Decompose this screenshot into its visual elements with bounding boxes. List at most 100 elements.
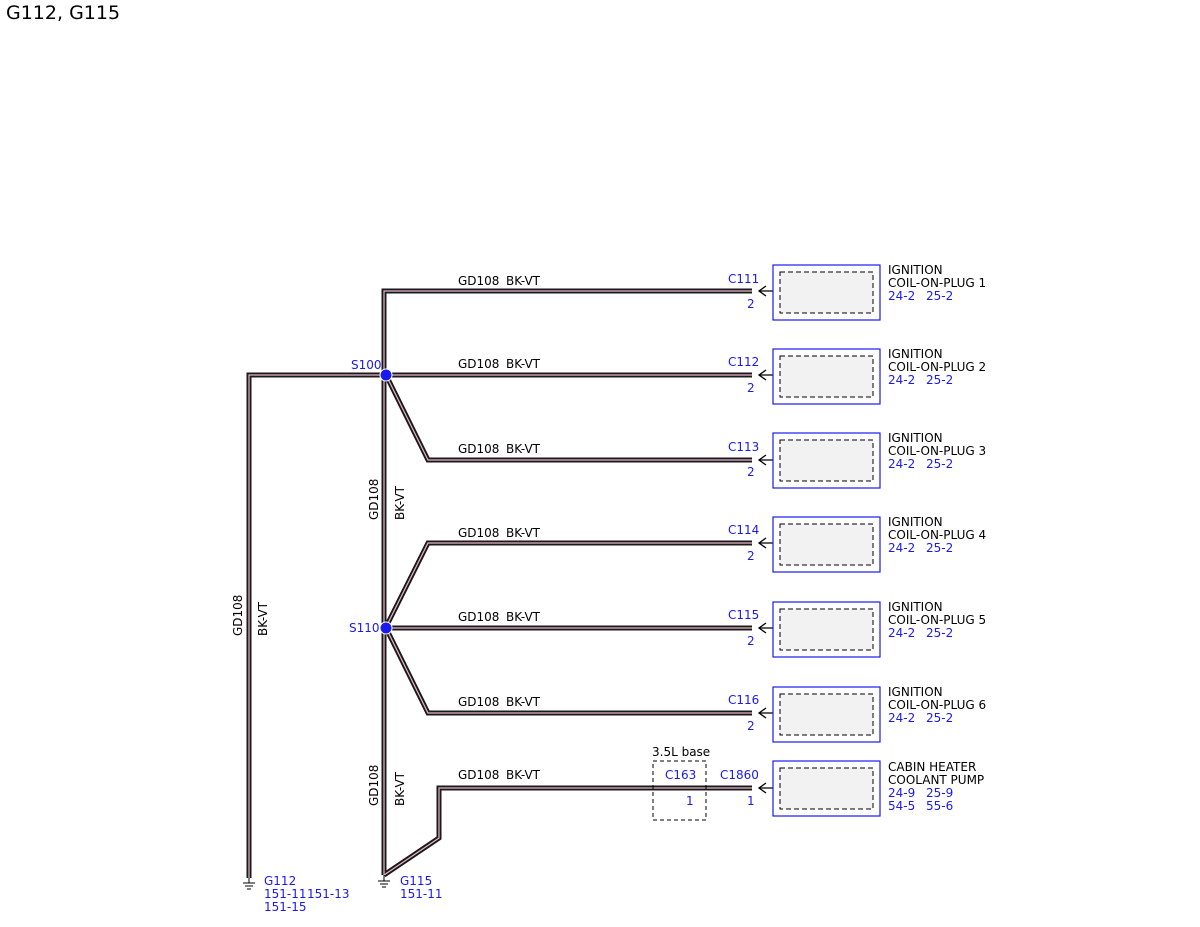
- page-title: G112, G115: [6, 2, 121, 24]
- component-name-line1: IGNITION: [888, 263, 943, 277]
- wire-labels: GD108 BK-VT GD108 BK-VT GD108 BK-VT GD10…: [458, 274, 541, 782]
- component-ref-2[interactable]: 25-2: [926, 289, 953, 303]
- component-c111[interactable]: C111 2 IGNITION COIL-ON-PLUG 1 24-2 25-2: [728, 263, 986, 321]
- pin-arrow-icon: [757, 707, 767, 719]
- wire-harness-stripe: [248, 290, 752, 878]
- component-name-line2: COIL-ON-PLUG 1: [888, 276, 986, 290]
- wire-label-c114: GD108: [458, 526, 499, 540]
- component-ref-2[interactable]: 25-2: [926, 373, 953, 387]
- component-ref-1[interactable]: 24-2: [888, 541, 915, 555]
- splice-s100-dot[interactable]: [379, 368, 393, 382]
- connector-label: C112: [728, 355, 759, 369]
- component-inner-box: [779, 355, 874, 398]
- connector-label: C111: [728, 272, 759, 286]
- component-name-line1: IGNITION: [888, 347, 943, 361]
- pin-arrow-icon: [757, 537, 767, 549]
- component-ref-4[interactable]: 55-6: [926, 799, 953, 813]
- component-name-line1: IGNITION: [888, 431, 943, 445]
- wire-label-trunk-upper: GD108: [367, 479, 381, 520]
- connector-label: C113: [728, 440, 759, 454]
- component-ref-1[interactable]: 24-9: [888, 786, 915, 800]
- component-ref-1[interactable]: 24-2: [888, 711, 915, 725]
- vertical-wire-labels: GD108 BK-VT GD108 BK-VT GD108 BK-VT: [231, 479, 407, 806]
- ground-ref-1[interactable]: 151-11: [264, 887, 307, 901]
- wire-color-c111: BK-VT: [506, 274, 541, 288]
- pin-label: 2: [747, 381, 755, 395]
- ground-ref-2[interactable]: 151-13: [307, 887, 350, 901]
- component-ref-2[interactable]: 25-2: [926, 711, 953, 725]
- component-name-line2: COIL-ON-PLUG 2: [888, 360, 986, 374]
- component-ref-1[interactable]: 24-2: [888, 457, 915, 471]
- component-name-line1: CABIN HEATER: [888, 760, 976, 774]
- pin-label: 2: [747, 549, 755, 563]
- splice-s110-dot[interactable]: [379, 621, 393, 635]
- component-name-line2: COIL-ON-PLUG 3: [888, 444, 986, 458]
- component-c114[interactable]: C114 2 IGNITION COIL-ON-PLUG 4 24-2 25-2: [728, 515, 986, 573]
- wire-color-c112: BK-VT: [506, 357, 541, 371]
- component-name-line1: IGNITION: [888, 685, 943, 699]
- component-ref-1[interactable]: 24-2: [888, 373, 915, 387]
- connector-label: C114: [728, 523, 759, 537]
- pin-label: 2: [747, 719, 755, 733]
- splice-s100-label: S100: [351, 358, 382, 372]
- component-ref-2[interactable]: 25-2: [926, 457, 953, 471]
- wire-label-c113: GD108: [458, 442, 499, 456]
- component-ref-2[interactable]: 25-2: [926, 541, 953, 555]
- wire-label-g112: GD108: [231, 595, 245, 636]
- ground-ref-3[interactable]: 151-15: [264, 900, 307, 914]
- component-ref-1[interactable]: 24-2: [888, 289, 915, 303]
- splice-s110-label: S110: [349, 621, 380, 635]
- wire-harness-outer: [246, 288, 752, 878]
- wire-color-c1860: BK-VT: [506, 768, 541, 782]
- pin-arrow-icon: [757, 454, 767, 466]
- component-name-line2: COIL-ON-PLUG 6: [888, 698, 986, 712]
- pin-label: 2: [747, 297, 755, 311]
- connector-label: C1860: [720, 768, 759, 782]
- component-name-line2: COIL-ON-PLUG 4: [888, 528, 986, 542]
- wire-color-c114: BK-VT: [506, 526, 541, 540]
- inline-connector-c163[interactable]: 3.5L base C163 1: [652, 745, 710, 821]
- wire-label-trunk-lower: GD108: [367, 765, 381, 806]
- ground-ref-1[interactable]: 151-11: [400, 887, 443, 901]
- component-ref-2[interactable]: 25-9: [926, 786, 953, 800]
- pin-arrow-icon: [757, 622, 767, 634]
- wire-color-trunk-upper: BK-VT: [393, 485, 407, 520]
- ground-icon: [378, 875, 390, 888]
- component-inner-box: [779, 608, 874, 651]
- component-c1860[interactable]: C1860 1 CABIN HEATER COOLANT PUMP 24-9 2…: [720, 760, 984, 817]
- component-ref-2[interactable]: 25-2: [926, 626, 953, 640]
- ground-g112[interactable]: G112 151-11 151-13 151-15: [243, 874, 350, 914]
- ground-g115[interactable]: G115 151-11: [378, 874, 443, 901]
- component-c115[interactable]: C115 2 IGNITION COIL-ON-PLUG 5 24-2 25-2: [728, 600, 986, 658]
- component-name-line2: COOLANT PUMP: [888, 773, 984, 787]
- pin-label: 2: [747, 634, 755, 648]
- wire-color-c113: BK-VT: [506, 442, 541, 456]
- wire-color-c116: BK-VT: [506, 695, 541, 709]
- component-ref-3[interactable]: 54-5: [888, 799, 915, 813]
- connector-label: C115: [728, 608, 759, 622]
- wire-label-c116: GD108: [458, 695, 499, 709]
- ground-name: G112: [264, 874, 296, 888]
- wire-color-trunk-lower: BK-VT: [393, 771, 407, 806]
- component-c116[interactable]: C116 2 IGNITION COIL-ON-PLUG 6 24-2 25-2: [728, 685, 986, 743]
- component-name-line1: IGNITION: [888, 515, 943, 529]
- inline-connector-pin: 1: [686, 794, 694, 808]
- pin-arrow-icon: [757, 285, 767, 297]
- wire-color-c115: BK-VT: [506, 610, 541, 624]
- pin-label: 1: [747, 794, 755, 808]
- option-label: 3.5L base: [652, 745, 710, 759]
- component-c112[interactable]: C112 2 IGNITION COIL-ON-PLUG 2 24-2 25-2: [728, 347, 986, 405]
- splices: S100 S110: [349, 358, 393, 635]
- ground-name: G115: [400, 874, 432, 888]
- component-inner-box: [779, 767, 874, 810]
- component-inner-box: [779, 693, 874, 736]
- ground-icon: [243, 878, 255, 890]
- connector-label: C116: [728, 693, 759, 707]
- wire-label-c111: GD108: [458, 274, 499, 288]
- wire-label-c1860: GD108: [458, 768, 499, 782]
- component-ref-1[interactable]: 24-2: [888, 626, 915, 640]
- component-name-line2: COIL-ON-PLUG 5: [888, 613, 986, 627]
- component-c113[interactable]: C113 2 IGNITION COIL-ON-PLUG 3 24-2 25-2: [728, 431, 986, 489]
- wire-label-c112: GD108: [458, 357, 499, 371]
